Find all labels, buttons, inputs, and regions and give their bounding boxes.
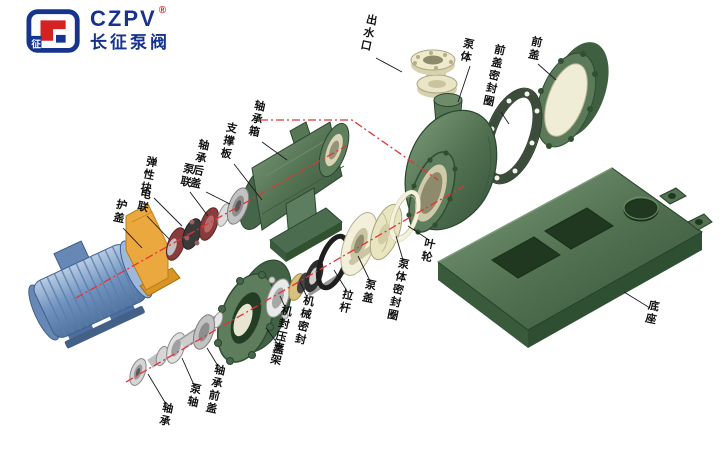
bearing-box-part bbox=[239, 121, 350, 231]
leader-line bbox=[299, 281, 308, 298]
logo-emblem: 征 bbox=[26, 9, 80, 53]
bearing-rear-cover-part bbox=[226, 187, 250, 225]
pump-body-seal-part bbox=[389, 189, 421, 243]
leader-line bbox=[395, 235, 404, 261]
leader-line bbox=[407, 225, 430, 241]
base-part bbox=[437, 167, 713, 348]
leader-line bbox=[205, 191, 231, 205]
leader-line bbox=[500, 111, 510, 125]
leader-line bbox=[357, 255, 371, 282]
leader-line bbox=[147, 373, 167, 405]
leader-line bbox=[122, 227, 143, 249]
centerlines bbox=[75, 119, 465, 383]
coupling-parts bbox=[165, 187, 250, 261]
front-cover-part bbox=[534, 42, 609, 149]
centerline bbox=[260, 119, 439, 181]
elastic-block-part bbox=[182, 218, 202, 250]
leader-line bbox=[153, 197, 183, 227]
leader-line bbox=[333, 269, 348, 292]
leader-line bbox=[233, 163, 263, 201]
registered-mark: ® bbox=[158, 5, 167, 16]
pump-cover-part bbox=[340, 212, 378, 276]
brand-name: CZPV bbox=[90, 6, 157, 31]
outlet-part bbox=[410, 49, 458, 98]
leader-line bbox=[181, 357, 195, 386]
leader-line bbox=[457, 65, 471, 103]
pump-body-part bbox=[404, 93, 498, 235]
leader-lines bbox=[122, 57, 651, 405]
logo-red-shape bbox=[40, 20, 66, 41]
shaft-parts bbox=[129, 311, 224, 386]
logo-blue-shape bbox=[55, 34, 66, 43]
company-name: 长征泵阀 bbox=[90, 33, 170, 52]
leader-line bbox=[261, 141, 288, 161]
logo: 征 CZPV ® 长征泵阀 bbox=[26, 5, 170, 56]
logo-emblem-char: 征 bbox=[31, 38, 41, 50]
leader-line bbox=[537, 63, 557, 81]
leader-line bbox=[146, 215, 171, 241]
leader-line bbox=[279, 295, 286, 308]
leader-line bbox=[623, 291, 651, 309]
bearing-front-cover-part bbox=[193, 314, 215, 350]
support-plate-part bbox=[269, 187, 343, 262]
leader-line bbox=[265, 327, 278, 344]
leader-line bbox=[189, 191, 209, 217]
guard-part bbox=[125, 203, 181, 297]
bearing-part bbox=[129, 358, 147, 386]
pump-coupling-part bbox=[198, 207, 220, 241]
centerline bbox=[125, 185, 465, 383]
leader-line bbox=[206, 347, 219, 367]
centerline bbox=[75, 145, 347, 299]
leader-line bbox=[375, 57, 403, 73]
